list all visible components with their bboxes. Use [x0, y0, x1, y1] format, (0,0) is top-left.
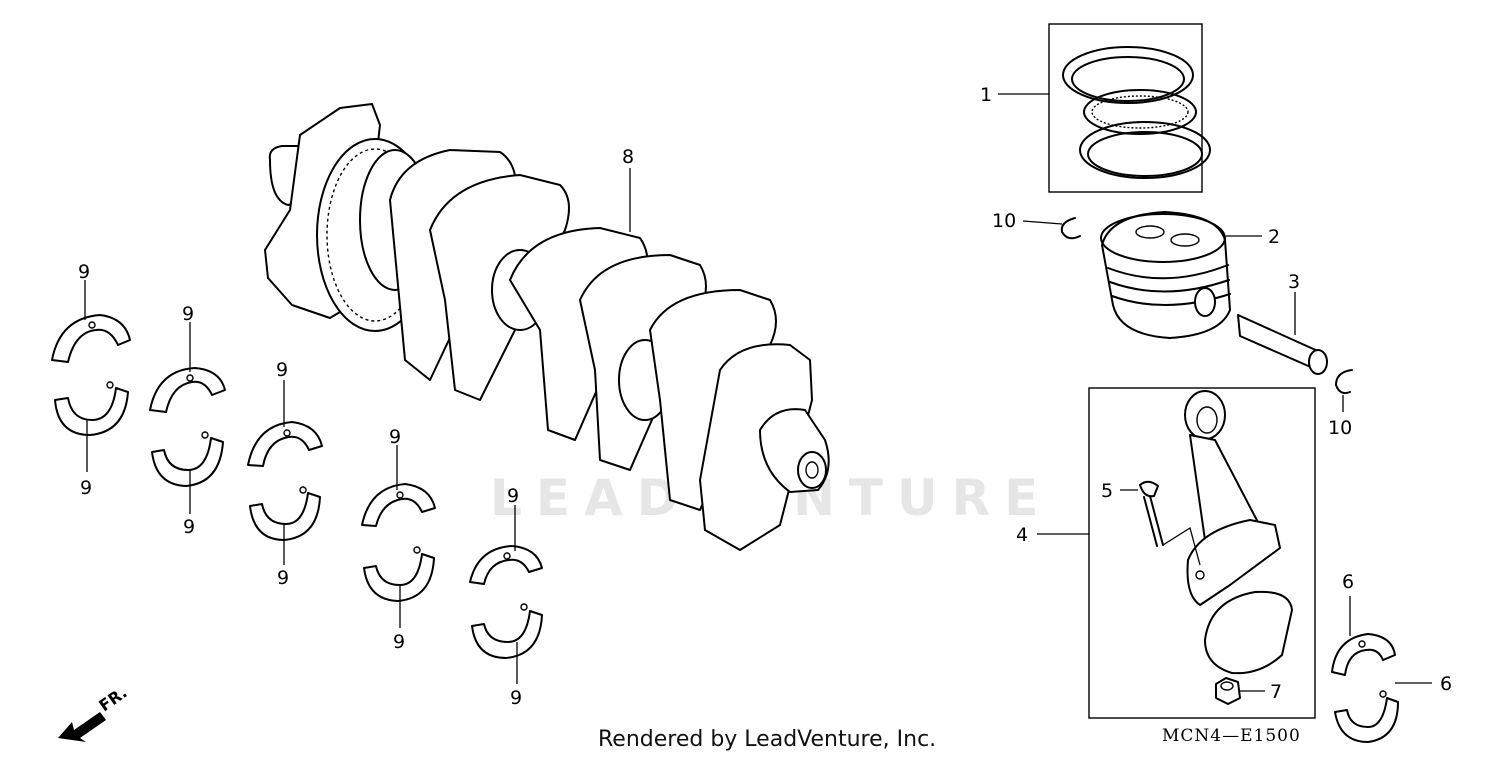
callout-2: 2	[1268, 226, 1280, 248]
callout-9i: 9	[507, 485, 519, 507]
piston-pin-clip-upper[interactable]	[1060, 217, 1081, 240]
connecting-rod[interactable]	[1184, 390, 1281, 606]
callout-9a: 9	[78, 261, 90, 283]
connecting-rod-nut[interactable]	[1215, 677, 1241, 705]
connecting-rod-frame	[1088, 387, 1316, 719]
leader-10a	[1022, 220, 1063, 225]
callout-10a: 10	[992, 210, 1016, 232]
piston-ring-set-frame	[1048, 23, 1203, 193]
connecting-rod-bearings[interactable]	[1331, 633, 1399, 743]
callout-3: 3	[1288, 271, 1300, 293]
callout-9f: 9	[277, 567, 289, 589]
front-direction-arrow-icon	[58, 712, 106, 742]
callout-6b: 6	[1440, 673, 1452, 695]
callout-9b: 9	[80, 477, 92, 499]
callout-7: 7	[1270, 681, 1282, 703]
callout-4: 4	[1016, 524, 1028, 546]
piston-ring-set[interactable]	[1062, 46, 1211, 179]
main-bearing-shells[interactable]	[51, 314, 543, 659]
callout-9g: 9	[389, 426, 401, 448]
bolt-guide-line	[1162, 526, 1201, 566]
connecting-rod-bolt[interactable]	[1139, 480, 1164, 547]
diagram-code: MCN4—E1500	[1162, 726, 1301, 746]
callout-1: 1	[980, 84, 992, 106]
callout-5: 5	[1101, 480, 1113, 502]
callout-9h: 9	[393, 631, 405, 653]
front-direction-label: FR.	[95, 683, 130, 716]
piston-pin[interactable]	[1237, 314, 1328, 375]
callout-10b: 10	[1328, 417, 1352, 439]
footer-credit: Rendered by LeadVenture, Inc.	[598, 727, 936, 752]
callout-9c: 9	[182, 303, 194, 325]
crankshaft[interactable]	[264, 103, 830, 551]
callout-8: 8	[622, 146, 634, 168]
piston[interactable]	[1100, 211, 1231, 339]
callout-9e: 9	[276, 359, 288, 381]
piston-pin-clip-lower[interactable]	[1335, 369, 1353, 395]
callout-9j: 9	[510, 687, 522, 709]
callout-6a: 6	[1342, 571, 1354, 593]
callout-9d: 9	[183, 516, 195, 538]
connecting-rod-cap[interactable]	[1204, 590, 1293, 675]
